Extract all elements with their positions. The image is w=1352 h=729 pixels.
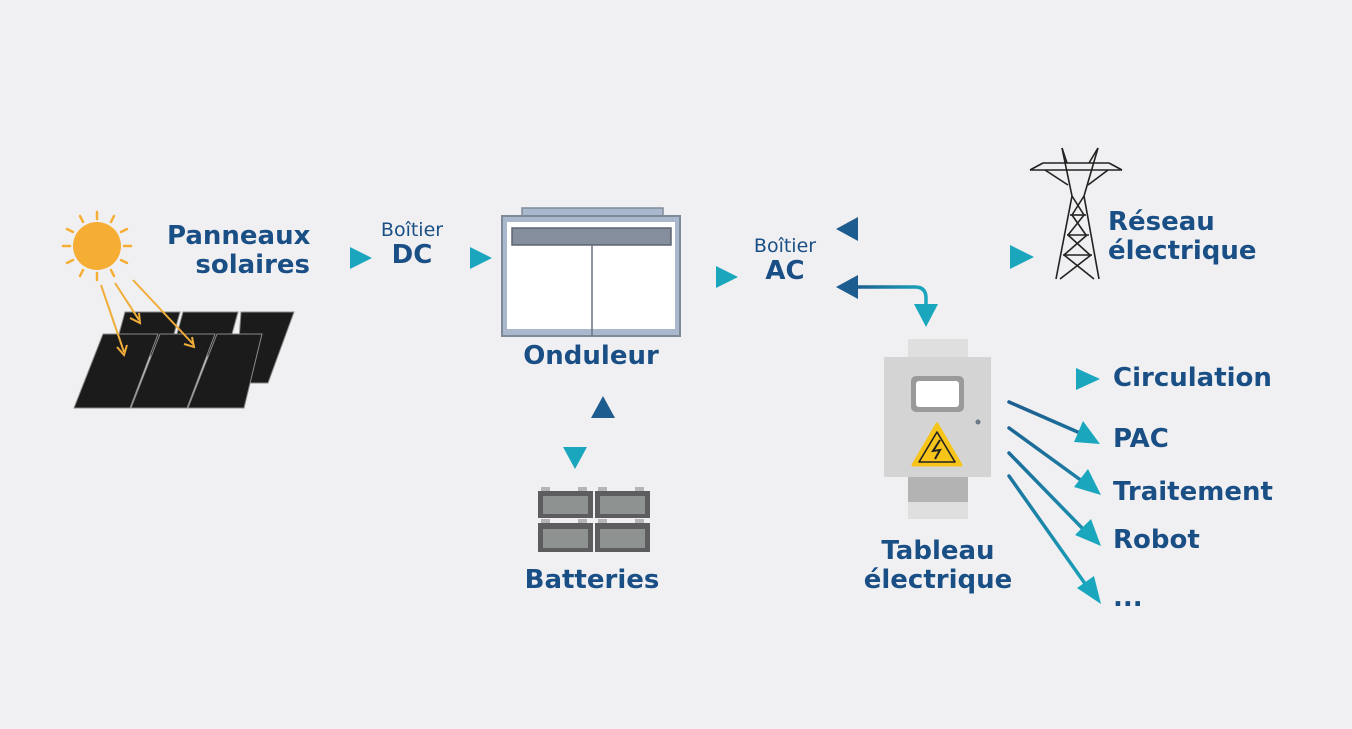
load-label-traitement: Traitement: [1113, 477, 1273, 507]
arrow-grid-to-ac: [836, 217, 1037, 241]
load-label-others: ...: [1113, 583, 1143, 613]
arrow-ac-to-grid: [834, 245, 1034, 269]
grid-label-line2: électrique: [1108, 236, 1257, 267]
arrow-panels-to-dc: [320, 247, 372, 269]
panel-board-label-line1: Tableau: [881, 536, 995, 566]
arrow-inverter-to-batteries: [563, 393, 587, 469]
sunray-arrows: [100, 279, 196, 358]
ac-box-label-line1: Boîtier: [753, 235, 817, 257]
panels-label: Panneaux solaires: [167, 221, 311, 281]
ac-box-label-line2: AC: [765, 256, 805, 287]
arrow-dc-to-inverter: [441, 247, 492, 269]
pylon-icon: [1029, 147, 1123, 280]
load-label-robot: Robot: [1113, 525, 1200, 555]
arrow-to-others: [1007, 474, 1101, 604]
arrow-to-pac: [1007, 400, 1100, 444]
solar-panel-icon: [73, 311, 295, 409]
battery-icon: [538, 487, 650, 552]
dc-box-label-line2: DC: [391, 240, 433, 271]
panel-board-label: Tableau électrique: [858, 536, 1018, 596]
arrow-ac-to-panel-board: [836, 275, 938, 327]
panels-label-line1: Panneaux: [167, 221, 311, 251]
load-label-circulation: Circulation: [1113, 363, 1272, 393]
arrow-to-circulation: [1007, 368, 1100, 390]
panel-board-label-line2: électrique: [863, 565, 1013, 596]
dc-box-label-line1: Boîtier: [380, 219, 444, 241]
arrow-inverter-to-ac: [690, 266, 738, 288]
grid-label: Réseau électrique: [1108, 207, 1257, 267]
arrow-to-robot: [1007, 451, 1101, 546]
load-label-pac: PAC: [1113, 424, 1169, 454]
panels-label-line2: solaires: [195, 250, 311, 281]
ac-box-label: Boîtier AC: [748, 235, 822, 287]
arrow-batteries-to-inverter: [591, 396, 615, 470]
inverter-icon: [501, 207, 681, 337]
sun-icon: [61, 210, 133, 282]
dc-box-label: Boîtier DC: [375, 219, 449, 271]
inverter-label: Onduleur: [523, 341, 659, 371]
high-voltage-warning-icon: [911, 422, 963, 467]
batteries-label: Batteries: [524, 565, 660, 595]
arrow-to-traitement: [1007, 426, 1101, 495]
grid-label-line1: Réseau: [1108, 207, 1215, 237]
